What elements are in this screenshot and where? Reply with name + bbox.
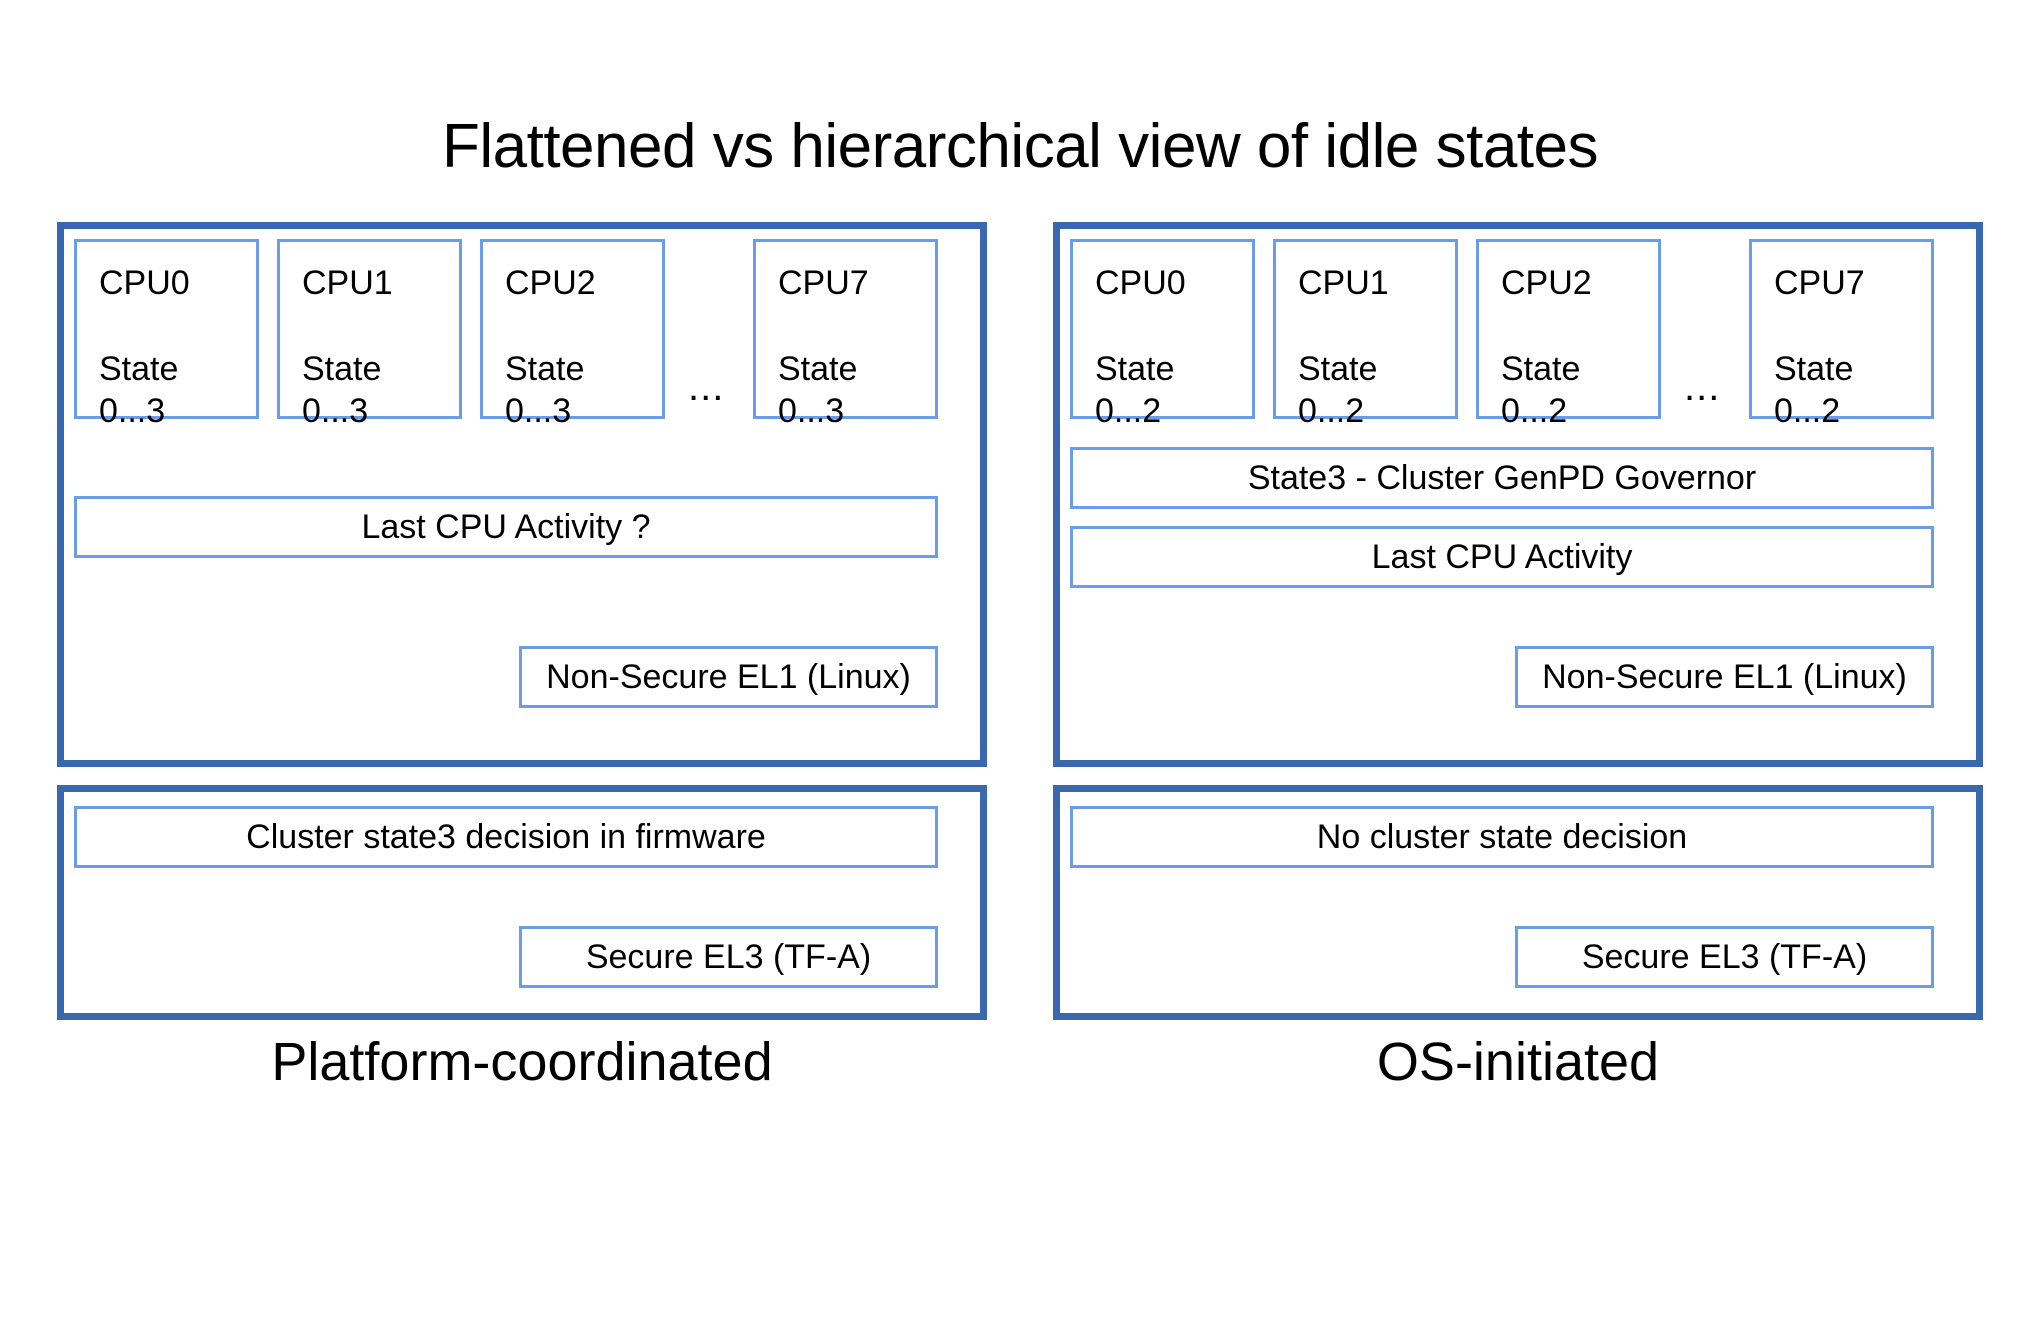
cpu-state-label: State — [1774, 350, 1854, 388]
cpu-state-range: 0...3 — [99, 392, 166, 430]
cpu-label: CPU2 — [505, 264, 596, 302]
firmware-panel-os-initiated: No cluster state decision Secure EL3 (TF… — [1053, 785, 1983, 1020]
firmware-panel-platform-coordinated: Cluster state3 decision in firmware Secu… — [57, 785, 987, 1020]
cpu-state-label: State — [778, 350, 858, 388]
caption-platform-coordinated: Platform-coordinated — [271, 1032, 773, 1092]
cpu-box-cpu0: CPU0 State 0...3 — [74, 239, 259, 430]
caption-os-initiated: OS-initiated — [1376, 1032, 1660, 1092]
cpu-label: CPU2 — [1501, 264, 1592, 302]
cpu-box-cpu2: CPU2 State 0...2 — [1476, 239, 1661, 430]
cpu-state-range: 0...3 — [302, 392, 369, 430]
cpu-label: CPU0 — [99, 264, 190, 302]
bar-state3-cluster-genpd-governor: State3 - Cluster GenPD Governor — [1070, 447, 1934, 509]
cpu-label: CPU1 — [302, 264, 393, 302]
os-panel-platform-coordinated: CPU0 State 0...3 CPU1 State 0...3 CPU2 S… — [57, 222, 987, 767]
cpu-box-cpu0: CPU0 State 0...2 — [1070, 239, 1255, 430]
cpu-state-range: 0...3 — [505, 392, 572, 430]
cpu-label: CPU0 — [1095, 264, 1186, 302]
cpu-state-label: State — [1095, 350, 1175, 388]
level-tag-non-secure-el1: Non-Secure EL1 (Linux) — [519, 646, 938, 708]
cpu-state-label: State — [1501, 350, 1581, 388]
cpu-label: CPU7 — [778, 264, 869, 302]
cpu-ellipsis: ... — [688, 365, 725, 409]
bar-cluster-state-decision: Cluster state3 decision in firmware — [74, 806, 938, 868]
cpu-box-cpu1: CPU1 State 0...2 — [1273, 239, 1458, 430]
cpu-state-label: State — [302, 350, 382, 388]
cpu-state-range: 0...2 — [1774, 392, 1841, 430]
level-tag-non-secure-el1: Non-Secure EL1 (Linux) — [1515, 646, 1934, 708]
level-tag-secure-el3: Secure EL3 (TF-A) — [519, 926, 938, 988]
cpu-state-label: State — [1298, 350, 1378, 388]
cpu-state-label: State — [505, 350, 585, 388]
cpu-box-cpu7: CPU7 State 0...3 — [753, 239, 938, 430]
cpu-box-cpu1: CPU1 State 0...3 — [277, 239, 462, 430]
cpu-state-range: 0...2 — [1501, 392, 1568, 430]
cpu-state-range: 0...3 — [778, 392, 845, 430]
cpu-ellipsis: ... — [1684, 365, 1721, 409]
cpu-state-range: 0...2 — [1298, 392, 1365, 430]
bar-no-cluster-state-decision: No cluster state decision — [1070, 806, 1934, 868]
cpu-label: CPU7 — [1774, 264, 1865, 302]
cpu-state-range: 0...2 — [1095, 392, 1162, 430]
cpu-label: CPU1 — [1298, 264, 1389, 302]
bar-last-cpu-activity: Last CPU Activity ? — [74, 496, 938, 558]
level-tag-secure-el3: Secure EL3 (TF-A) — [1515, 926, 1934, 988]
cpu-box-cpu2: CPU2 State 0...3 — [480, 239, 665, 430]
cpu-box-cpu7: CPU7 State 0...2 — [1749, 239, 1934, 430]
cpu-state-label: State — [99, 350, 179, 388]
bar-last-cpu-activity: Last CPU Activity — [1070, 526, 1934, 588]
os-panel-os-initiated: CPU0 State 0...2 CPU1 State 0...2 CPU2 S… — [1053, 222, 1983, 767]
page-title: Flattened vs hierarchical view of idle s… — [441, 112, 1599, 181]
